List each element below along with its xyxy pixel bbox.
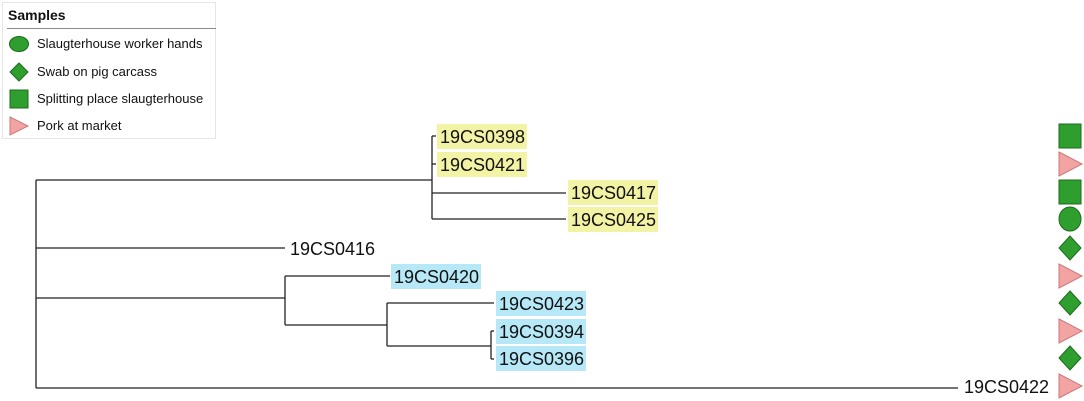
- leaf-highlight: [391, 264, 481, 289]
- legend-label: Slaugterhouse worker hands: [37, 36, 203, 51]
- leaf-highlight: [568, 207, 658, 232]
- leaf-label: 19CS0421: [440, 155, 525, 175]
- triangle-icon: [1058, 373, 1084, 399]
- leaf-19cs0396: 19CS0396: [496, 346, 586, 371]
- leaf-19cs0417: 19CS0417: [568, 180, 658, 205]
- leaf-19cs0416: 19CS0416: [290, 239, 375, 259]
- legend-title: Samples: [8, 7, 66, 23]
- legend-label: Swab on pig carcass: [37, 64, 157, 79]
- leaf-label: 19CS0425: [571, 210, 656, 230]
- ellipse-icon: [1058, 206, 1082, 232]
- leaf-19cs0423: 19CS0423: [496, 291, 586, 316]
- diamond-icon: [1058, 235, 1082, 261]
- diamond-icon: [1058, 345, 1082, 371]
- leaf-19cs0421: 19CS0421: [437, 152, 527, 177]
- leaf-label: 19CS0420: [394, 267, 479, 287]
- legend-divider: [7, 28, 216, 29]
- leaf-19cs0425: 19CS0425: [568, 207, 658, 232]
- square-icon: [9, 89, 29, 109]
- leaf-highlight: [496, 319, 586, 344]
- leaf-highlight: [437, 124, 527, 149]
- leaf-highlight: [437, 152, 527, 177]
- legend: Samples Slaugterhouse worker hands Swab …: [2, 2, 216, 139]
- square-icon: [1058, 179, 1082, 205]
- leaf-19cs0398: 19CS0398: [437, 124, 527, 149]
- legend-label: Pork at market: [37, 118, 122, 133]
- legend-item-splitting-place: Splitting place slaugterhouse: [8, 87, 213, 111]
- diamond-icon: [9, 62, 29, 82]
- leaf-highlight: [496, 291, 586, 316]
- triangle-icon: [1058, 151, 1084, 177]
- square-icon: [1058, 123, 1082, 149]
- leaf-label: 19CS0394: [499, 322, 584, 342]
- diamond-icon: [1058, 290, 1082, 316]
- triangle-icon: [9, 116, 30, 136]
- leaf-19cs0422: 19CS0422: [964, 377, 1049, 397]
- legend-item-worker-hands: Slaugterhouse worker hands: [8, 32, 213, 56]
- leaf-label: 19CS0417: [571, 183, 656, 203]
- leaf-highlight: [496, 346, 586, 371]
- triangle-icon: [1058, 263, 1084, 289]
- leaf-highlight: [568, 180, 658, 205]
- legend-item-pork-market: Pork at market: [8, 114, 213, 138]
- triangle-icon: [1058, 318, 1084, 344]
- leaf-19cs0420: 19CS0420: [391, 264, 481, 289]
- ellipse-icon: [9, 36, 29, 52]
- legend-item-carcass-swab: Swab on pig carcass: [8, 60, 213, 84]
- leaf-19cs0394: 19CS0394: [496, 319, 586, 344]
- leaf-label: 19CS0398: [440, 127, 525, 147]
- legend-label: Splitting place slaugterhouse: [37, 91, 204, 106]
- leaf-label: 19CS0416: [290, 239, 375, 259]
- leaf-label: 19CS0423: [499, 294, 584, 314]
- leaf-label: 19CS0422: [964, 377, 1049, 397]
- leaf-label: 19CS0396: [499, 349, 584, 369]
